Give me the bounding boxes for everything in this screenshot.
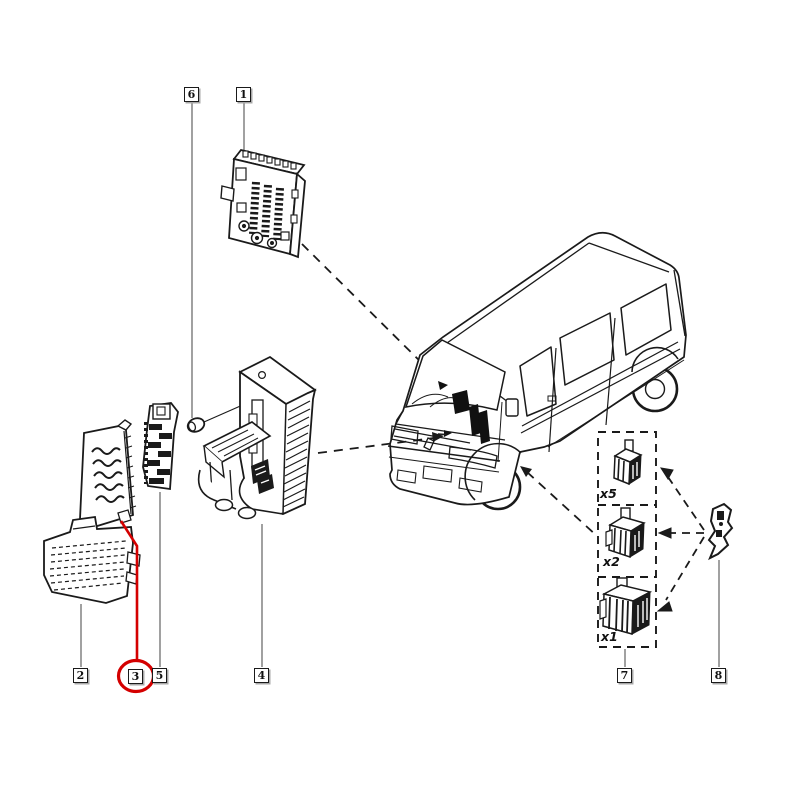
side-mirror bbox=[505, 398, 519, 417]
right-headlight bbox=[448, 446, 498, 469]
part4-location-arrow bbox=[317, 432, 444, 454]
callout-box-7[interactable]: 7 bbox=[617, 668, 632, 683]
callout-label-3: 3 bbox=[131, 670, 140, 683]
relay-group-box bbox=[597, 431, 657, 648]
relay-x2-drawing[interactable] bbox=[605, 507, 646, 559]
clip-to-relay-arrows bbox=[656, 467, 705, 612]
part-2-lower-cover-drawing[interactable] bbox=[43, 515, 141, 604]
callout-label-6: 6 bbox=[187, 88, 196, 101]
callout-box-8[interactable]: 8 bbox=[711, 668, 726, 683]
callout-box-3[interactable]: 3 bbox=[128, 669, 143, 684]
relay-x5-drawing[interactable] bbox=[613, 439, 643, 486]
callout-label-5: 5 bbox=[155, 669, 164, 682]
callout-box-4[interactable]: 4 bbox=[254, 668, 269, 683]
part-4-fusebox-housing-drawing[interactable] bbox=[197, 355, 317, 520]
van-illustration bbox=[387, 231, 687, 511]
left-headlight bbox=[390, 425, 419, 445]
callout-label-7: 7 bbox=[620, 669, 629, 682]
callout-box-6[interactable]: 6 bbox=[184, 87, 199, 102]
part-3-vented-cover-drawing[interactable] bbox=[79, 419, 137, 528]
relay-qty-x2: x2 bbox=[603, 554, 620, 569]
callout-leader-lines bbox=[80, 103, 720, 667]
callout-label-1: 1 bbox=[239, 88, 248, 101]
door-handle bbox=[547, 395, 557, 402]
callout-label-2: 2 bbox=[76, 669, 85, 682]
relay-qty-x5: x5 bbox=[600, 486, 617, 501]
callout-box-1[interactable]: 1 bbox=[236, 87, 251, 102]
relay-x1-drawing[interactable] bbox=[599, 577, 653, 635]
relay-qty-x1: x1 bbox=[601, 629, 618, 644]
part-8-clip-drawing[interactable] bbox=[707, 502, 734, 561]
callout-label-8: 8 bbox=[714, 669, 723, 682]
callout-box-2[interactable]: 2 bbox=[73, 668, 88, 683]
callout-box-5[interactable]: 5 bbox=[152, 668, 167, 683]
callout-label-4: 4 bbox=[257, 669, 266, 682]
part-5-fuse-strip-drawing[interactable] bbox=[142, 402, 179, 491]
part-1-fusebox-module-drawing[interactable] bbox=[220, 148, 306, 259]
renault-diamond-logo bbox=[423, 437, 435, 451]
relaybox-location-arrow bbox=[520, 466, 598, 537]
fusebox-location-markers bbox=[438, 381, 490, 444]
